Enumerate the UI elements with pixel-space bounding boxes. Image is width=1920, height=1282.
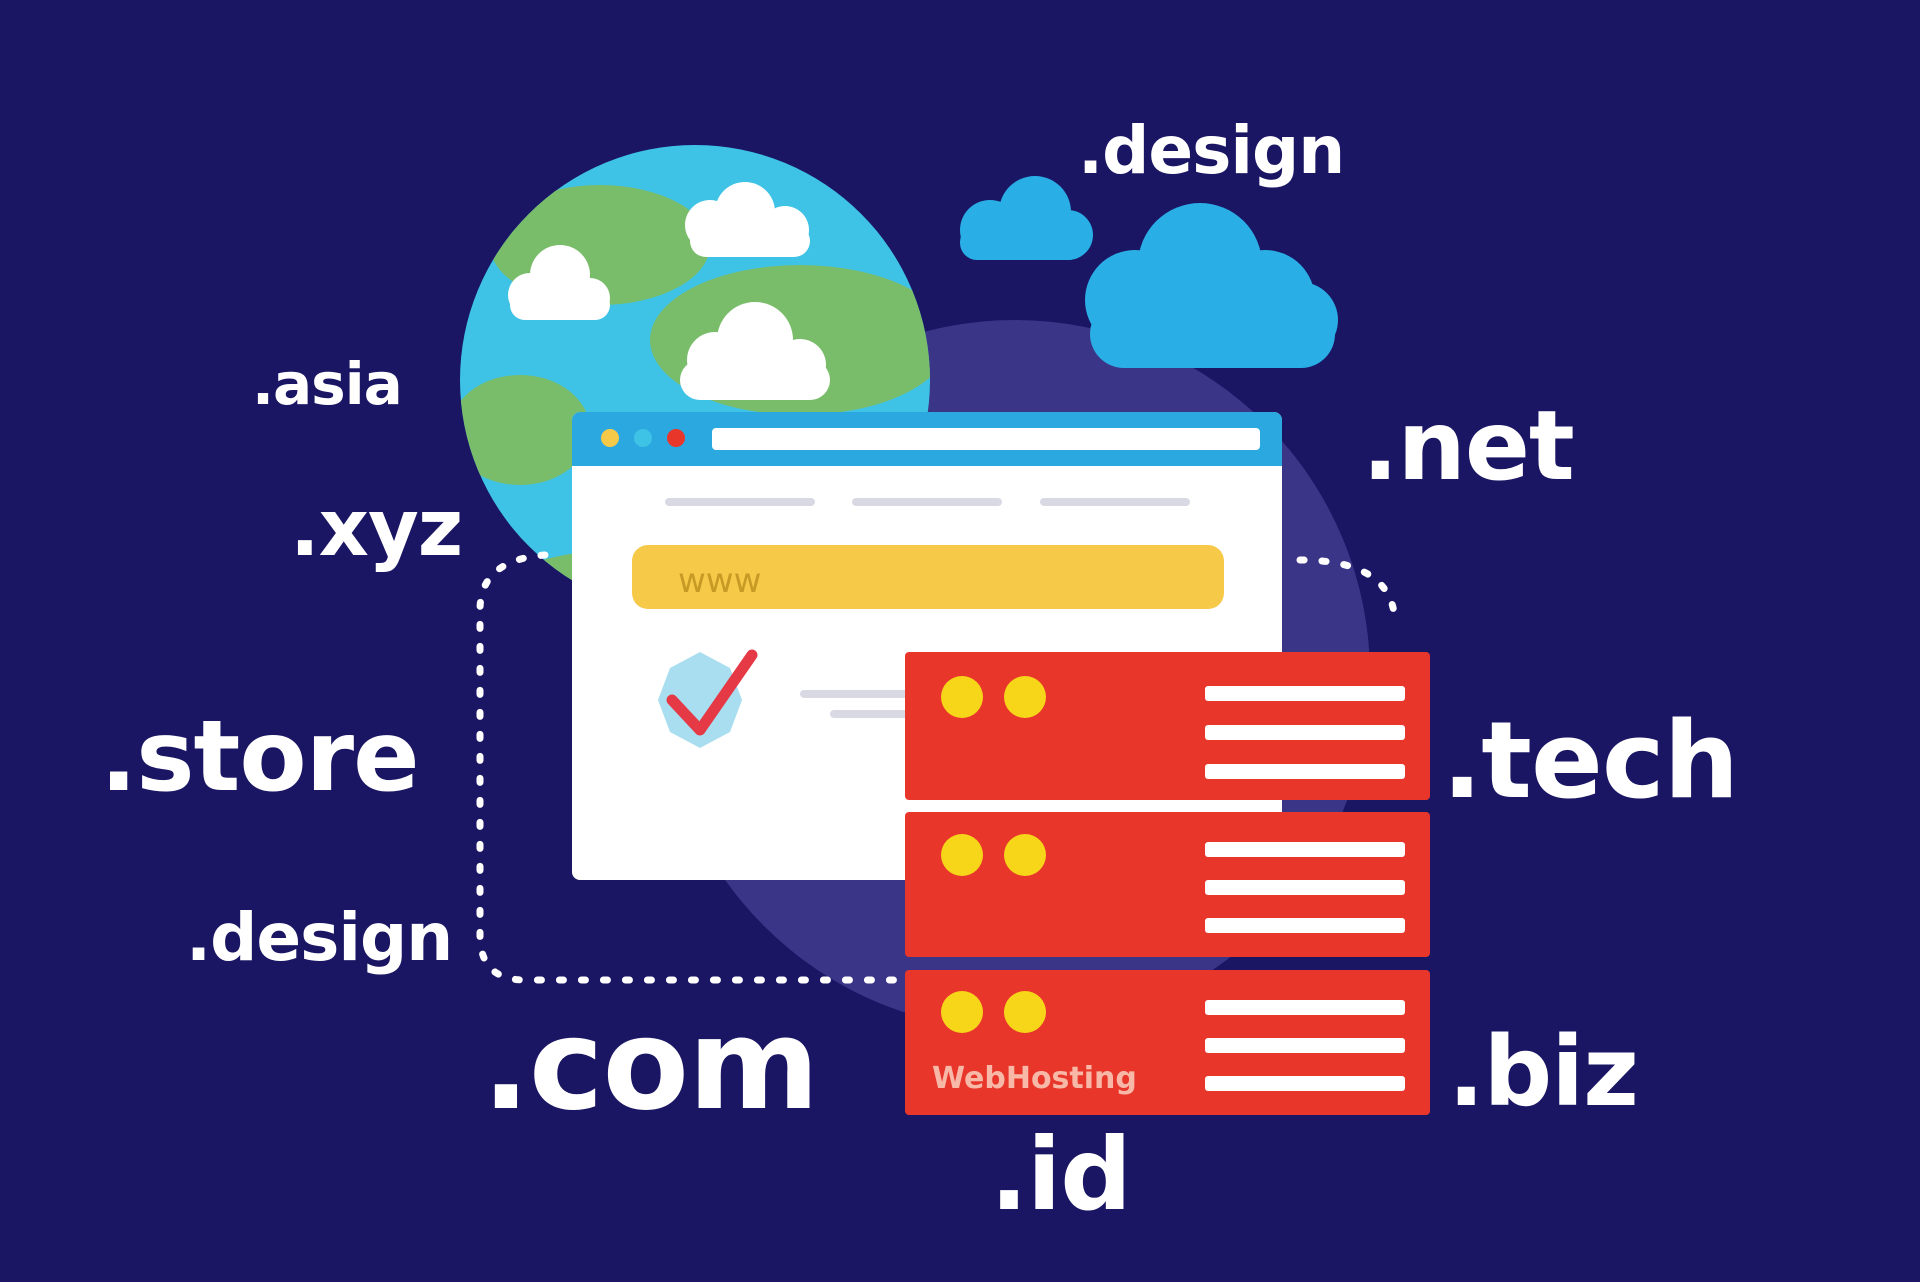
domain-label-xyz: .xyz [290,484,463,574]
domain-label-tech: .tech [1442,699,1739,822]
server-stack-icon: WebHosting [905,652,1430,1115]
server-unit [905,812,1430,957]
cloud-icon [960,176,1093,260]
server-unit: WebHosting [905,970,1430,1115]
domain-label-net: .net [1362,390,1575,502]
cloud-icon [1085,203,1338,368]
server-unit [905,652,1430,800]
domain-label-design-bottom: .design [186,899,453,976]
address-bar [632,545,1224,609]
browser-window: www [572,412,1282,880]
server-label: WebHosting [932,1061,1137,1096]
domain-label-com: .com [482,991,819,1138]
domain-label-biz: .biz [1448,1016,1639,1128]
domain-label-store: .store [100,700,420,814]
domain-label-id: .id [990,1116,1132,1233]
dotted-connector [476,551,1399,984]
window-dot-icon [667,429,685,447]
address-text: www [678,561,761,601]
domain-label-design: .design [1078,112,1345,189]
window-dot-icon [634,429,652,447]
window-dot-icon [601,429,619,447]
domain-label-asia: .asia [252,350,403,418]
check-badge-icon [658,649,758,748]
